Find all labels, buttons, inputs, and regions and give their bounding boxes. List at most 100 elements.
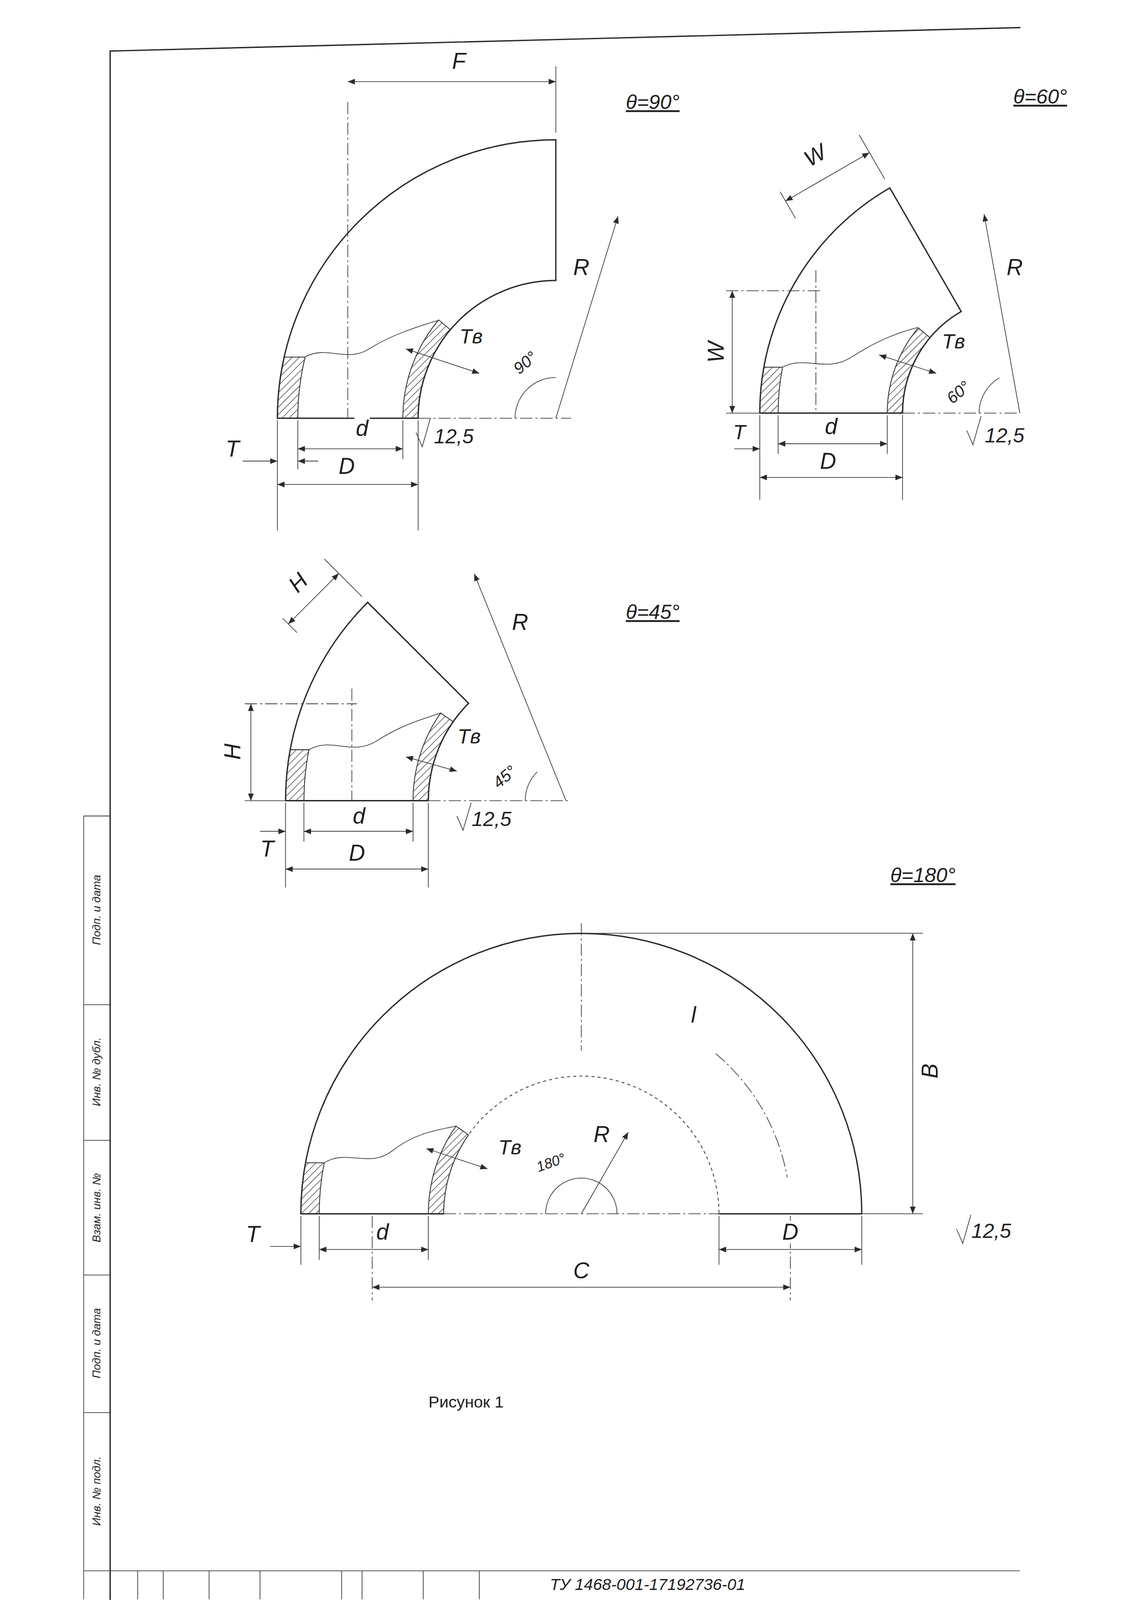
dimension-label: d — [374, 1220, 391, 1244]
bend-90-line — [242, 460, 278, 462]
bend-180-line — [956, 1214, 971, 1244]
bend-45-line — [303, 830, 413, 832]
dimension-label: H — [221, 741, 244, 762]
dimension-label: T — [223, 437, 241, 460]
bend-90-line — [277, 484, 419, 486]
bend-60-line — [984, 214, 1020, 414]
sheet-frame-line — [110, 1570, 1021, 1600]
dimension-label: D — [337, 454, 357, 478]
dimension-label: l — [689, 1003, 698, 1026]
bend-60 — [726, 134, 1020, 500]
document-code: ТУ 1468-001-17192736-01 — [548, 1576, 747, 1593]
bend-60-line — [726, 290, 821, 292]
dimension-label: R — [1005, 255, 1025, 279]
bend-90-line — [305, 320, 439, 358]
bend-90-line — [418, 280, 556, 419]
bend-90-line — [277, 139, 556, 418]
bend-45-line — [244, 703, 358, 705]
bend-180-line — [300, 1215, 862, 1265]
bend-45-line — [285, 602, 368, 801]
bend-45-line — [428, 800, 571, 802]
bend-90 — [242, 66, 618, 530]
bend-90-line — [347, 81, 556, 83]
bend-60-line — [731, 290, 733, 413]
dimension-label: H — [283, 567, 313, 598]
dimension-label: Tв — [940, 331, 967, 353]
bend-180-line — [545, 1177, 618, 1214]
angle-label: 45° — [488, 762, 521, 793]
bend-60-line — [726, 412, 760, 414]
dimension-label: B — [918, 1061, 942, 1080]
bend-60-line — [859, 134, 885, 180]
dimension-label: D — [347, 841, 367, 864]
dimension-label: Tв — [496, 1136, 523, 1158]
bend-90-line — [514, 377, 556, 419]
bend-180-line — [324, 1125, 456, 1163]
bend-45-line — [285, 868, 429, 870]
bend-45 — [244, 559, 572, 888]
bend-45-line — [428, 703, 469, 801]
bend-60-line — [887, 327, 931, 414]
sheet-frame-line — [110, 27, 1021, 51]
dimension-label: D — [780, 1220, 800, 1244]
bend-60-line — [759, 412, 903, 414]
bend-180-line — [581, 923, 582, 1051]
roughness-value: 12,5 — [983, 425, 1027, 447]
angle-label: 90° — [509, 347, 542, 379]
sheet-frame-line — [109, 51, 111, 1600]
dimension-label: F — [450, 50, 468, 73]
bend-180-line — [426, 1148, 488, 1169]
view-title: θ=60° — [1011, 86, 1069, 108]
view-title: θ=90° — [624, 91, 682, 113]
bend-90-line — [297, 460, 319, 462]
bend-90-line — [277, 420, 419, 531]
bend-180-line — [443, 1075, 720, 1214]
bend-60-line — [879, 354, 937, 374]
bend-90-line — [297, 448, 403, 450]
dimension-label: T — [259, 837, 276, 860]
dimension-label: T — [731, 422, 748, 443]
view-title: θ=180° — [888, 864, 958, 886]
bend-90-line — [555, 139, 557, 281]
angle-label: 180° — [533, 1150, 569, 1175]
angle-label: 60° — [942, 377, 975, 408]
bend-180-line — [715, 1053, 788, 1178]
bend-90-line — [405, 348, 480, 374]
dimension-label: d — [354, 417, 370, 440]
roughness-value: 12,5 — [470, 808, 514, 830]
dimension-label: C — [571, 1259, 592, 1282]
stamp-label: Подп. и дата — [91, 872, 103, 947]
dimension-label: Tв — [456, 726, 483, 747]
stamp-label: Инв. № дубл. — [91, 1035, 103, 1108]
bend-45-line — [282, 617, 297, 633]
bend-60-line — [889, 187, 962, 312]
bend-60-line — [734, 448, 760, 450]
sheet-frame — [83, 27, 1020, 1599]
view-title: θ=45° — [624, 601, 682, 623]
dimension-label: d — [823, 415, 840, 438]
bend-180 — [270, 923, 971, 1301]
bend-45-line — [474, 573, 566, 801]
dimension-label: T — [244, 1222, 262, 1246]
bend-90-line — [415, 418, 431, 447]
bend-60-line — [778, 443, 888, 445]
bend-90-line — [418, 417, 571, 419]
figure-caption: Рисунок 1 — [426, 1394, 505, 1411]
bend-180-line — [581, 932, 924, 934]
bend-180-line — [428, 1125, 469, 1214]
bend-180-line — [372, 1215, 791, 1301]
bend-90-line — [347, 102, 349, 419]
bend-45-line — [285, 799, 429, 802]
bend-180-line — [319, 1249, 429, 1251]
bend-45-line — [405, 756, 457, 771]
stamp-label: Взам. инв. № — [91, 1171, 103, 1244]
dimension-label: R — [510, 611, 530, 634]
bend-60-line — [759, 477, 903, 478]
dimension-label: R — [591, 1122, 612, 1146]
bend-180-line — [719, 1249, 862, 1251]
roughness-value: 12,5 — [970, 1220, 1013, 1242]
dimension-label: W — [704, 339, 727, 364]
stamp-label: Инв. № подл. — [91, 1454, 103, 1528]
bend-180-line — [861, 1213, 924, 1215]
